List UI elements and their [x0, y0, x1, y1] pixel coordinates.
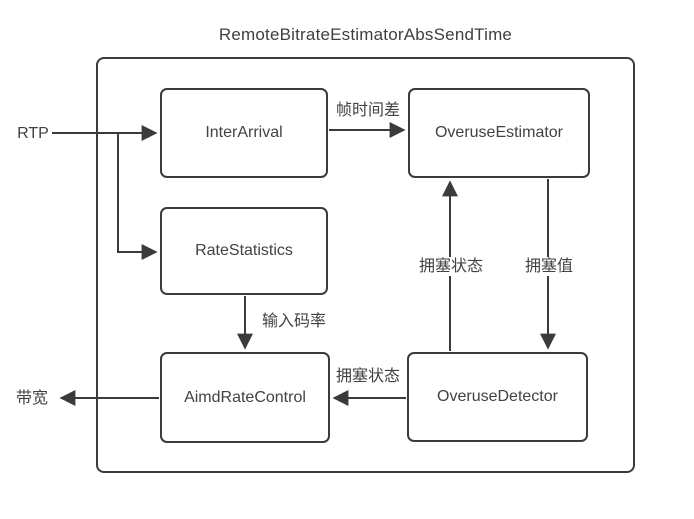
node-interarrival: InterArrival [160, 88, 328, 178]
diagram-title: RemoteBitrateEstimatorAbsSendTime [218, 25, 513, 44]
edge-label-congestion-value: 拥塞值 [524, 257, 574, 277]
node-overuse-estimator-label: OveruseEstimator [434, 124, 564, 141]
edge-label-rtp-input: RTP [17, 124, 49, 144]
node-overuse-detector: OveruseDetector [407, 352, 588, 442]
estimator-container-box [96, 57, 635, 473]
node-overuse-estimator: OveruseEstimator [408, 88, 590, 178]
node-overuse-detector-label: OveruseDetector [437, 388, 558, 405]
edge-label-congestion-state-left: 拥塞状态 [335, 367, 401, 387]
edge-label-congestion-state-up: 拥塞状态 [418, 257, 484, 277]
node-interarrival-label: InterArrival [205, 124, 283, 141]
edge-label-frame-time-diff: 帧时间差 [335, 101, 401, 121]
edge-label-input-bitrate: 输入码率 [261, 312, 327, 332]
edge-label-bandwidth-output: 带宽 [15, 389, 49, 409]
node-rate-statistics-label: RateStatistics [195, 242, 293, 259]
node-aimd-rate-control-label: AimdRateControl [184, 388, 306, 406]
node-aimd-rate-control: AimdRateControl [160, 352, 330, 443]
node-rate-statistics: RateStatistics [160, 207, 328, 295]
